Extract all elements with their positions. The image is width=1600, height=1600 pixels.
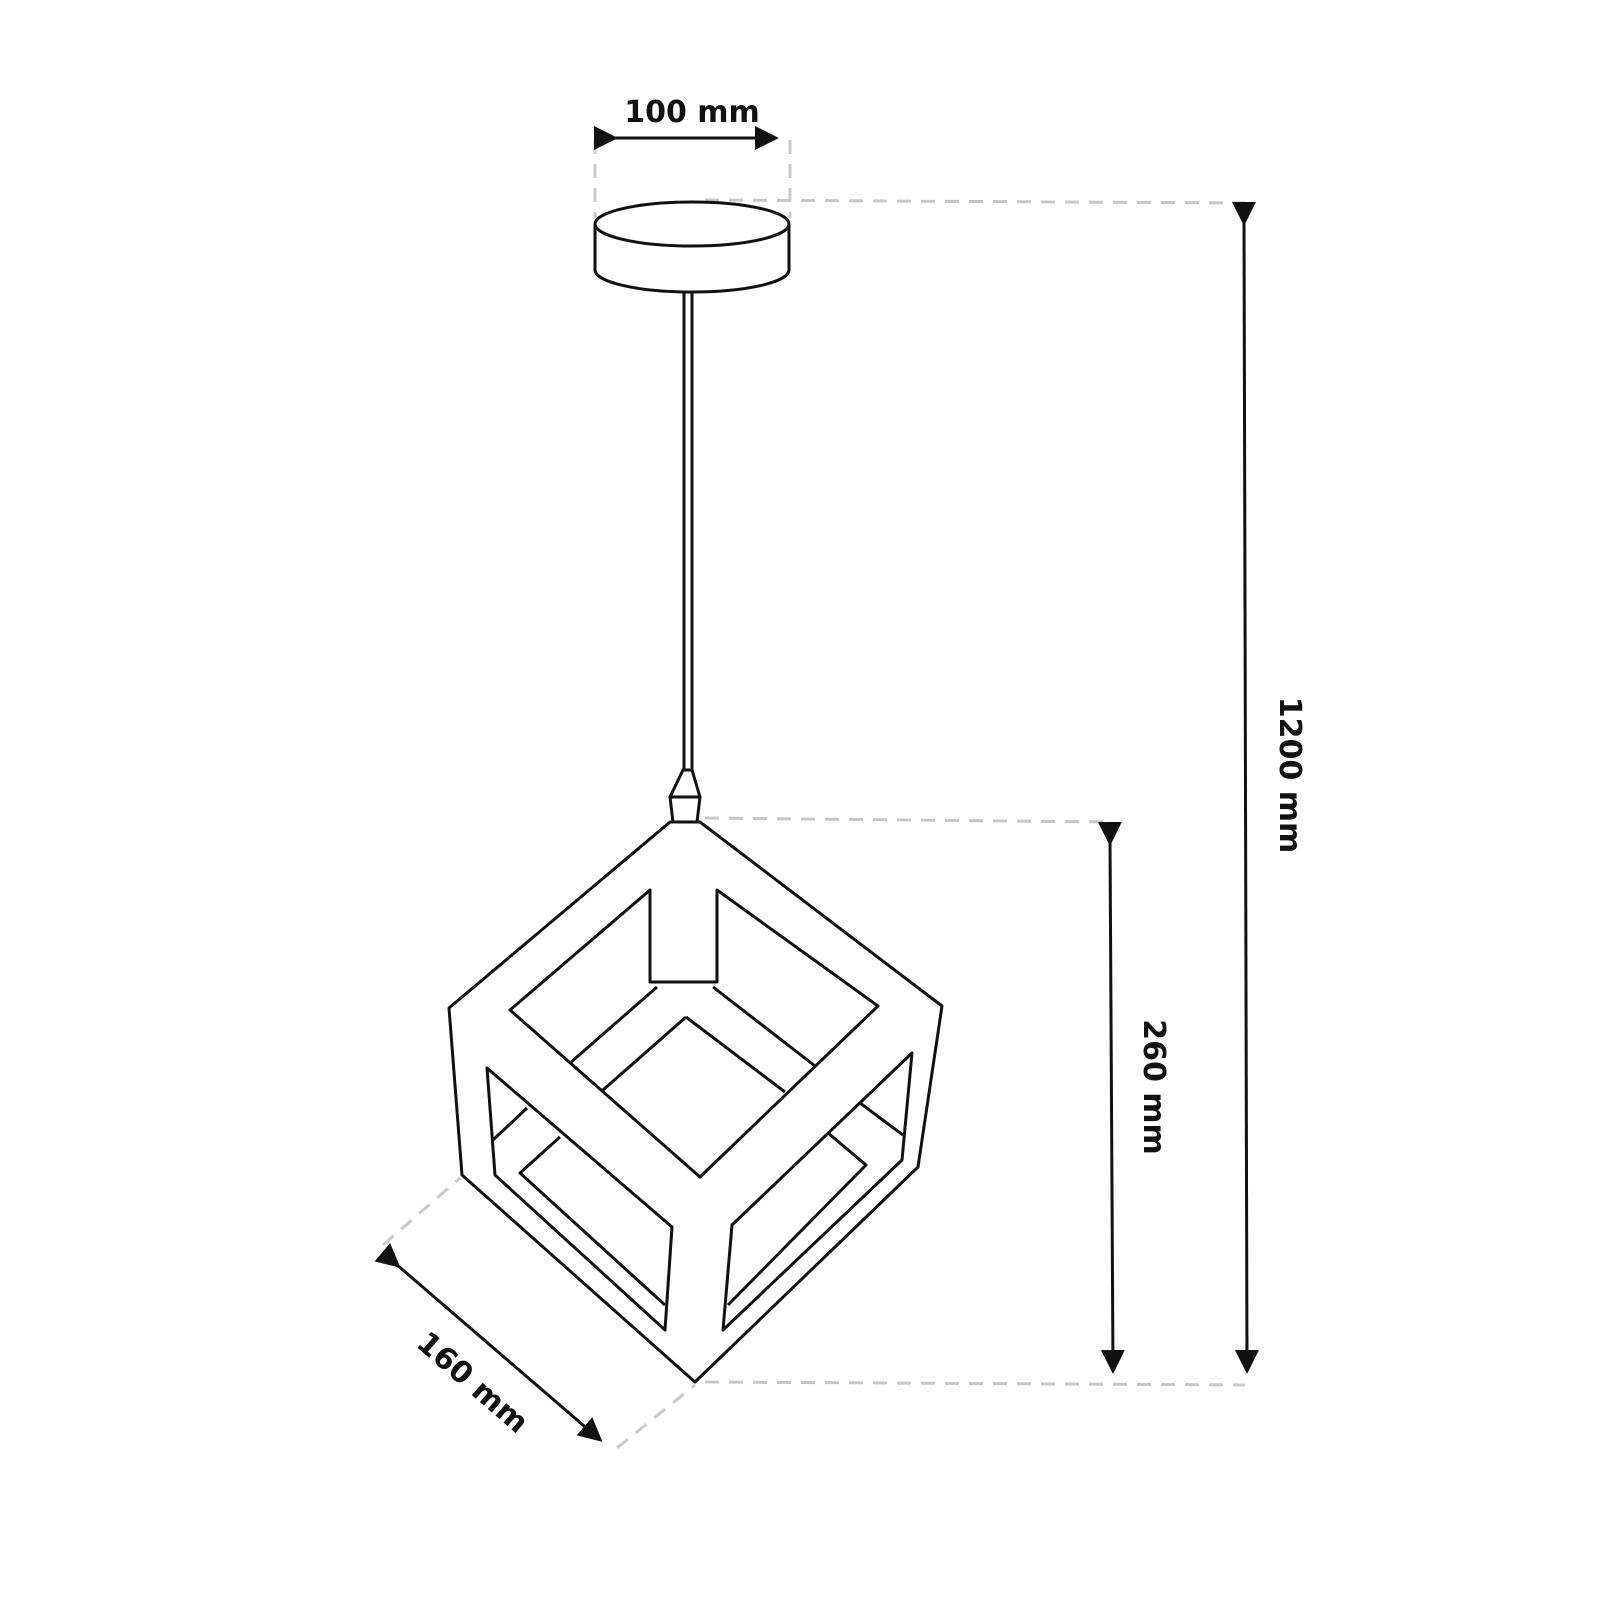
- shade-height-arrow: [1097, 821, 1125, 1374]
- cube-shade: [447, 820, 944, 1384]
- shade-width-label: 160 mm: [410, 1325, 535, 1440]
- canopy-width-label: 100 mm: [624, 95, 760, 130]
- dimension-arrows: [374, 126, 1259, 1442]
- guide-lines: [382, 140, 1246, 1450]
- suspension-rod: [682, 292, 694, 770]
- shade-height-label: 260 mm: [1136, 1019, 1171, 1155]
- total-height-label: 1200 mm: [1272, 697, 1307, 853]
- shade-width-arrow: [374, 1243, 603, 1442]
- ceiling-canopy: [593, 200, 791, 294]
- total-height-arrow: [1231, 201, 1259, 1374]
- lamp-connector: [668, 768, 702, 824]
